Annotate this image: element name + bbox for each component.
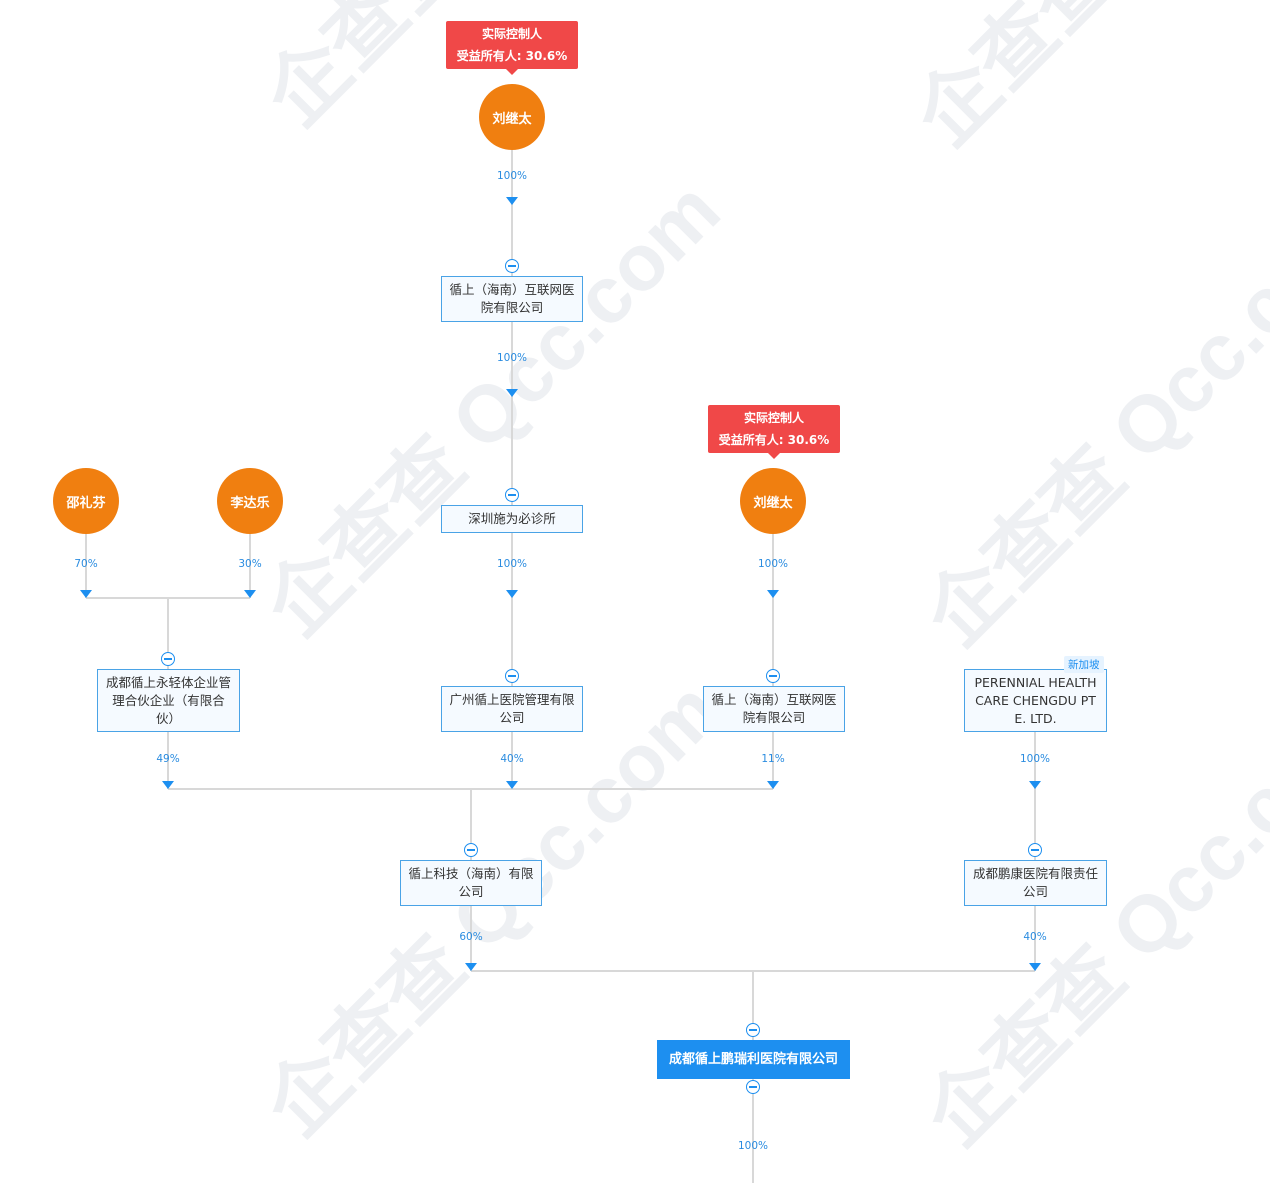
company-node-chengdu-yongqing[interactable]: 成都循上永轻体企业管理合伙企业（有限合伙） [97,669,240,732]
collapse-toggle-icon[interactable] [505,488,519,502]
controller-tag: 实际控制人 受益所有人: 30.6% [446,21,578,75]
percentage-label: 100% [496,352,528,364]
percentage-label: 100% [496,558,528,570]
collapse-toggle-icon[interactable] [505,669,519,683]
collapse-toggle-icon[interactable] [1028,843,1042,857]
company-node-guangzhou[interactable]: 广州循上医院管理有限公司 [441,686,583,732]
percentage-label: 11% [761,753,785,765]
company-node-shenzhen-clinic[interactable]: 深圳施为必诊所 [441,505,583,533]
arrow-marker [1029,781,1041,789]
collapse-toggle-icon[interactable] [505,259,519,273]
percentage-label: 100% [496,170,528,182]
percentage-label: 60% [459,931,483,943]
person-node-li[interactable]: 李达乐 [217,468,283,534]
arrow-marker [506,590,518,598]
watermark-text: 企查查 Qcc.com [249,165,736,652]
person-node-liu-1[interactable]: 刘继太 [479,84,545,150]
arrow-marker [506,781,518,789]
company-node-perennial[interactable]: PERENNIAL HEALTHCARE CHENGDU PTE. LTD. [964,669,1107,732]
arrow-marker [80,590,92,598]
arrow-marker [1029,963,1041,971]
controller-tag-line2: 受益所有人: 30.6% [456,49,568,63]
percentage-label: 40% [1023,931,1047,943]
arrow-marker [244,590,256,598]
percentage-label: 49% [156,753,180,765]
percentage-label: 100% [1019,753,1051,765]
arrow-marker [506,197,518,205]
percentage-label: 100% [737,1140,769,1152]
person-node-liu-2[interactable]: 刘继太 [740,468,806,534]
arrow-marker [465,963,477,971]
percentage-label: 100% [757,558,789,570]
arrow-marker [767,781,779,789]
country-badge: 新加坡 [1064,656,1104,673]
company-node-xunshang-hainan-2[interactable]: 循上（海南）互联网医院有限公司 [703,686,845,732]
watermark: 企查查 Qcc.com 企查查 Qcc.com 企查查 Qcc.com 企查查 … [249,0,1270,1162]
percentage-label: 70% [74,558,98,570]
percentage-label: 40% [500,753,524,765]
collapse-toggle-icon[interactable] [464,843,478,857]
arrow-marker [767,590,779,598]
controller-tag-line1: 实际控制人 [743,411,804,425]
collapse-toggle-icon[interactable] [746,1023,760,1037]
company-node-xunshang-tech[interactable]: 循上科技（海南）有限公司 [400,860,542,906]
watermark-text: 企查查 Qcc.com [899,0,1270,162]
target-company-node[interactable]: 成都循上鹏瑞利医院有限公司 [657,1040,850,1079]
arrow-marker [162,781,174,789]
watermark-text: 企查查 Qcc.com [909,175,1270,662]
company-node-xunshang-hainan-1[interactable]: 循上（海南）互联网医院有限公司 [441,276,583,322]
collapse-toggle-icon[interactable] [766,669,780,683]
expand-toggle-icon[interactable] [746,1080,760,1094]
controller-tag-line2: 受益所有人: 30.6% [718,433,830,447]
collapse-toggle-icon[interactable] [161,652,175,666]
controller-tag-line1: 实际控制人 [481,27,542,41]
arrows [80,197,1041,971]
person-node-shao[interactable]: 邵礼芬 [53,468,119,534]
company-node-chengdu-pengkang[interactable]: 成都鹏康医院有限责任公司 [964,860,1107,906]
controller-tag: 实际控制人 受益所有人: 30.6% [708,405,840,459]
arrow-marker [506,389,518,397]
percentage-label: 30% [238,558,262,570]
watermark-text: 企查查 Qcc.com [909,675,1270,1162]
